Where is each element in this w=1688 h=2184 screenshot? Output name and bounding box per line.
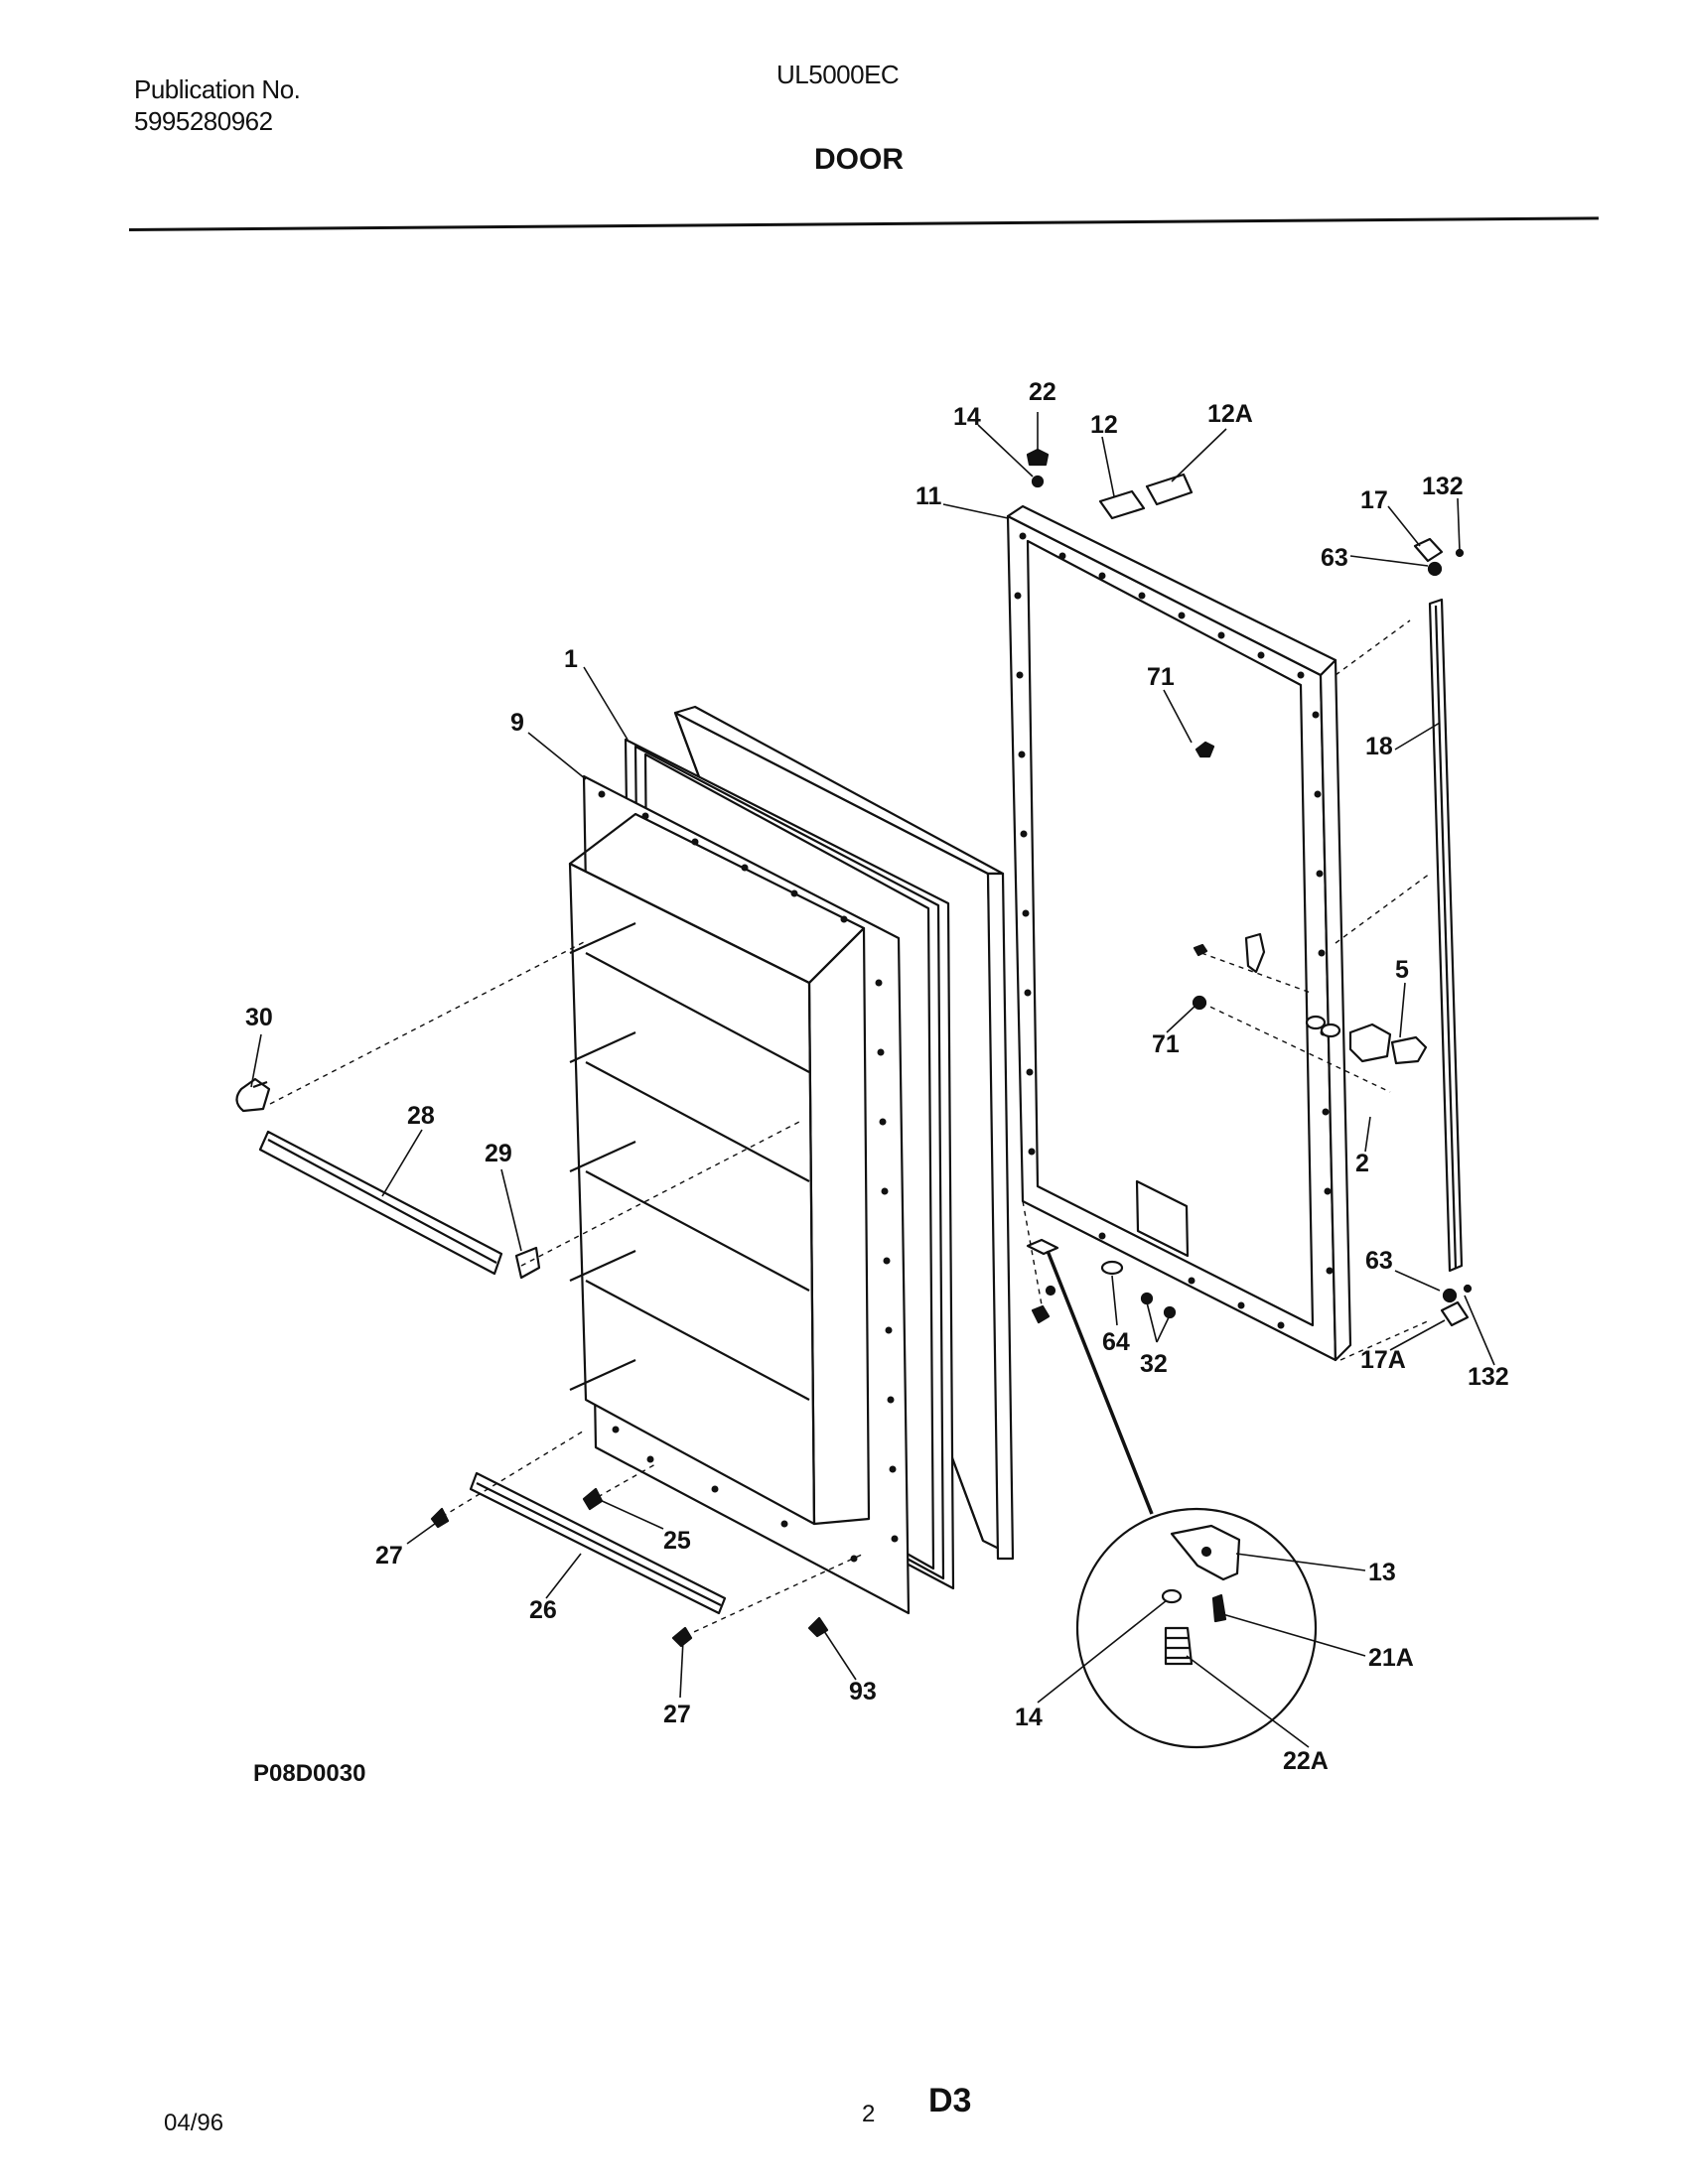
callout-14-top: 14 [953,403,981,431]
footer-page-number: 2 [862,2101,876,2127]
footer-section-code: D3 [928,2082,972,2119]
lower-trim-assembly [430,1471,829,1648]
latch-parts [1192,741,1428,1065]
leader-lines [250,412,1495,1748]
callout-63-top: 63 [1321,544,1348,572]
frame-bottom-parts [1026,1238,1177,1324]
callout-71-bottom: 71 [1152,1030,1180,1058]
callout-12: 12 [1090,411,1118,439]
publication-label: Publication No. [134,74,301,104]
callout-17: 17 [1360,486,1388,514]
section-title: DOOR [814,143,904,176]
bottom-hinge-parts [1440,1284,1473,1327]
callout-17a: 17A [1360,1346,1406,1374]
callout-28: 28 [407,1102,435,1130]
callout-71-top: 71 [1147,663,1175,691]
hinge-detail-circle [1046,1250,1318,1749]
callout-1: 1 [564,645,578,673]
inner-door-liner [568,774,911,1615]
callout-32: 32 [1140,1350,1168,1378]
footer-date: 04/96 [164,2110,224,2136]
callout-27-bottom: 27 [663,1701,691,1728]
callout-13: 13 [1368,1559,1396,1586]
callout-5: 5 [1395,956,1409,984]
callout-29: 29 [485,1140,512,1167]
callout-18: 18 [1365,733,1393,760]
callout-30: 30 [245,1004,273,1031]
alignment-lines [269,619,1431,1637]
callout-64: 64 [1102,1328,1130,1356]
callout-26: 26 [529,1596,557,1624]
callout-27-left: 27 [375,1542,403,1570]
callout-9: 9 [510,709,524,737]
callout-132-top: 132 [1422,473,1464,500]
callout-14-detail: 14 [1015,1704,1043,1731]
callout-63-bottom: 63 [1365,1247,1393,1275]
callout-21a: 21A [1368,1644,1414,1672]
callout-25: 25 [663,1527,691,1555]
callout-132-bottom: 132 [1468,1363,1509,1391]
model-number: UL5000EC [776,60,900,89]
hinge-rod [1428,598,1464,1273]
callout-11: 11 [915,482,942,510]
callout-labels: 1 9 11 14 22 12 12A 17 132 63 71 18 5 71… [245,378,1509,1775]
publication-number: 5995280962 [134,106,273,136]
door-frame [1006,504,1352,1362]
callout-93: 93 [849,1678,877,1706]
callout-22a: 22A [1283,1747,1329,1775]
frame-screw-holes [1014,532,1334,1329]
callout-12a: 12A [1207,400,1253,428]
callout-22: 22 [1029,378,1056,406]
upper-handle-assembly [235,1077,541,1280]
drawing-reference: P08D0030 [253,1760,366,1787]
liner-screw-holes [598,790,899,1563]
callout-2: 2 [1355,1150,1369,1177]
top-hinge-parts [1026,448,1465,577]
